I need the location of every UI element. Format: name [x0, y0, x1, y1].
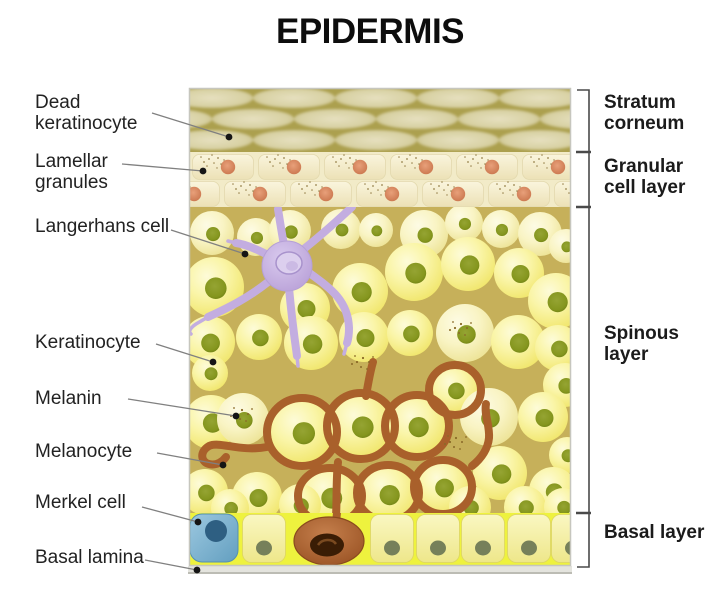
label-langerhans-cell: Langerhans cell [35, 216, 170, 237]
label-melanocyte: Melanocyte [35, 441, 133, 462]
melanocyte-body-graphic [293, 513, 365, 565]
layer-bracket [576, 89, 591, 568]
stratum-corneum-layer [190, 89, 570, 152]
melanocyte-dendrites [198, 358, 494, 513]
merkel-cell-graphic [190, 513, 239, 563]
leader-lines [121, 112, 249, 574]
label-keratinocyte: Keratinocyte [35, 332, 141, 353]
label-dead-keratinocyte: Dead keratinocyte [35, 92, 138, 134]
label-lamellar-granules: Lamellar granules [35, 151, 108, 193]
granular-cell-layer [190, 152, 570, 207]
label-merkel-cell: Merkel cell [35, 492, 126, 513]
layer-label-stratum-corneum: Stratum corneum [604, 92, 685, 134]
layer-label-granular-cell-layer: Granular cell layer [604, 156, 686, 198]
illustration-border [188, 87, 572, 567]
label-melanin: Melanin [35, 388, 102, 409]
label-basal-lamina: Basal lamina [35, 547, 144, 568]
spinous-layer [190, 207, 570, 513]
basal-lamina-strip [188, 566, 572, 574]
layer-label-basal-layer: Basal layer [604, 522, 705, 543]
basal-layer [190, 513, 570, 565]
layer-label-spinous-layer: Spinous layer [604, 323, 679, 365]
page-title: EPIDERMIS [275, 12, 465, 51]
langerhans-cell-graphic [190, 207, 356, 368]
